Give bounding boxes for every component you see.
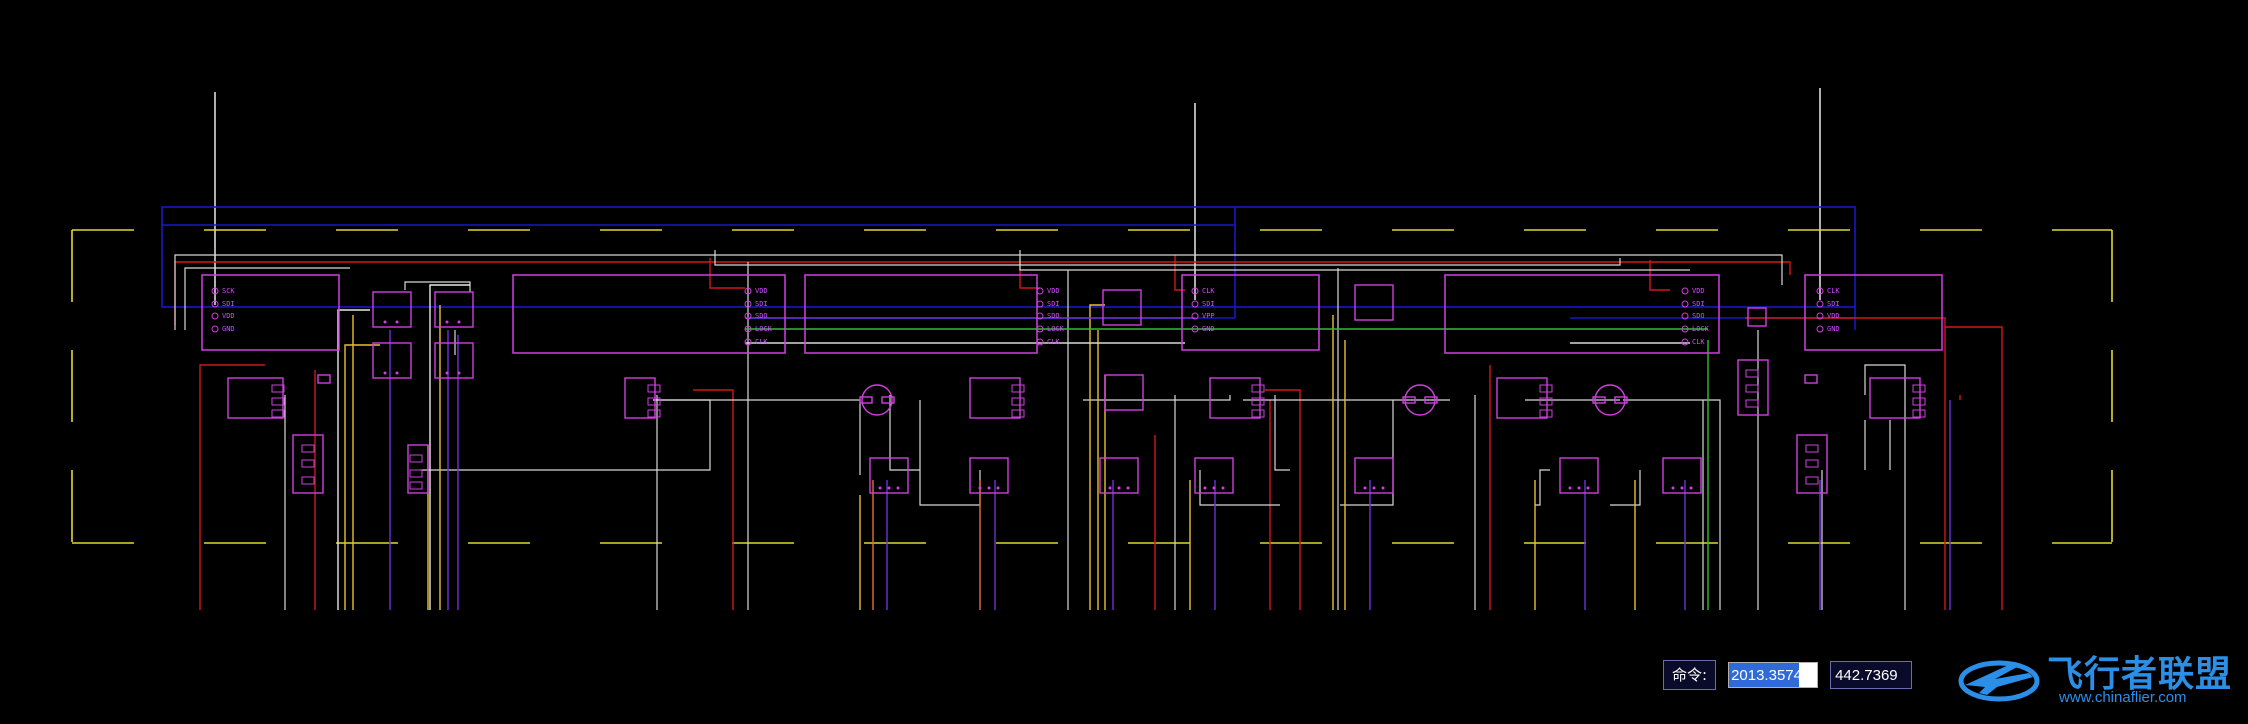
components [227, 284, 1921, 494]
svg-text:VDD: VDD [755, 287, 768, 295]
component-details [271, 369, 1926, 490]
svg-text:SDI: SDI [1827, 300, 1840, 308]
svg-text:SCK: SCK [222, 287, 235, 295]
svg-text:LOCK: LOCK [755, 325, 773, 333]
svg-text:SDI: SDI [1047, 300, 1060, 308]
frame-outline [71, 229, 2113, 544]
svg-text:LOCK: LOCK [1692, 325, 1710, 333]
watermark-brand: 飞行者联盟 [2047, 654, 2233, 695]
svg-text:VPP: VPP [1202, 312, 1215, 320]
svg-text:SDO: SDO [1692, 312, 1705, 320]
module-2 [512, 274, 786, 354]
svg-text:SDI: SDI [1202, 300, 1215, 308]
command-label: 命令: [1663, 660, 1717, 690]
plane-logo-icon [1958, 660, 2040, 702]
svg-text:VDD: VDD [1692, 287, 1705, 295]
module-1 [201, 274, 340, 351]
svg-text:LOCK: LOCK [1047, 325, 1065, 333]
module-4 [1181, 274, 1320, 351]
svg-text:CLK: CLK [755, 338, 768, 346]
svg-text:GND: GND [1202, 325, 1215, 333]
signal-lines [745, 317, 1708, 344]
module-6 [1804, 274, 1943, 351]
svg-text:SDO: SDO [1047, 312, 1060, 320]
svg-text:CLK: CLK [1202, 287, 1215, 295]
lamp-components [859, 384, 1628, 416]
svg-text:SDI: SDI [1692, 300, 1705, 308]
svg-text:SDI: SDI [755, 300, 768, 308]
pin-labels: SCK SDI VDD GND VDD SDI SDO LOCK CLK VDD… [222, 287, 1840, 346]
x-coordinate-input[interactable] [1728, 662, 1819, 688]
svg-text:VDD: VDD [1827, 312, 1840, 320]
command-bar: 命令: 442.7369 [1663, 660, 1913, 690]
watermark: 飞行者联盟 www.chinaflier.com [1955, 643, 2240, 711]
module-pins [211, 287, 1824, 346]
routing-red [174, 255, 2003, 610]
blue-bus [161, 206, 1856, 330]
svg-text:SDI: SDI [222, 300, 235, 308]
svg-text:CLK: CLK [1047, 338, 1060, 346]
y-coordinate-field[interactable]: 442.7369 [1830, 661, 1913, 689]
modules [201, 274, 1943, 354]
feed-lines [214, 88, 1821, 305]
svg-text:VDD: VDD [222, 312, 235, 320]
svg-text:VDD: VDD [1047, 287, 1060, 295]
svg-text:SDO: SDO [755, 312, 768, 320]
module-5 [1444, 274, 1720, 354]
svg-text:CLK: CLK [1692, 338, 1705, 346]
svg-text:CLK: CLK [1827, 287, 1840, 295]
svg-text:GND: GND [222, 325, 235, 333]
module-3 [804, 274, 1038, 354]
watermark-url: www.chinaflier.com [2059, 689, 2187, 706]
component-terminals [383, 320, 1693, 490]
svg-text:GND: GND [1827, 325, 1840, 333]
routing-colored [337, 284, 1951, 610]
